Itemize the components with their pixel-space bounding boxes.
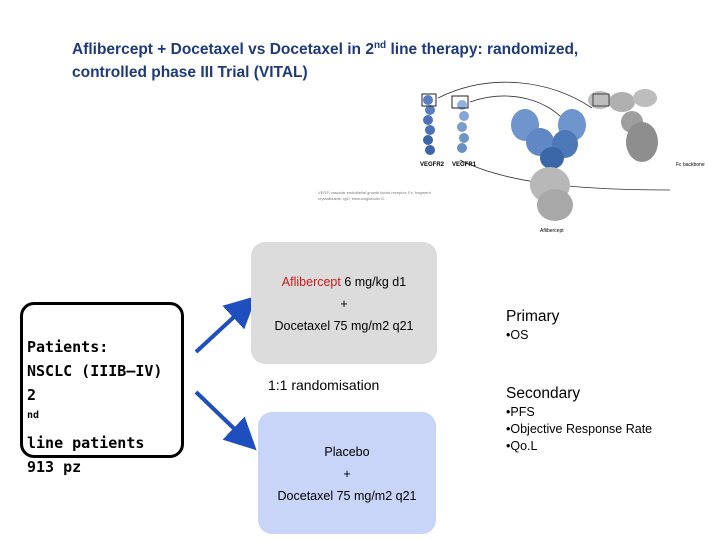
patients-line-superscript: nd bbox=[27, 410, 40, 421]
patients-text: Patients: NSCLC (IIIB–IV) 2 nd line patie… bbox=[27, 335, 187, 479]
arm2-docetaxel: Docetaxel 75 mg/m2 q21 bbox=[277, 489, 417, 503]
patients-count: 913 pz bbox=[27, 458, 82, 476]
patients-heading: Patients: bbox=[27, 338, 109, 356]
arm2-plus: + bbox=[343, 467, 351, 481]
label-vegfr1: VEGFR1 bbox=[452, 162, 477, 168]
aflibercept-arm-box bbox=[251, 242, 437, 364]
primary-endpoint-heading: Primary bbox=[506, 308, 560, 325]
label-fc-backbone: Fc backbone bbox=[676, 162, 705, 168]
primary-endpoint-item: •OS bbox=[506, 328, 529, 342]
figure-caption: VEGF, vascular endothelial growth factor… bbox=[318, 190, 468, 202]
patients-box bbox=[20, 302, 184, 458]
randomisation-label: 1:1 randomisation bbox=[268, 377, 380, 393]
aflibercept-structure-illustration: VEGFR2 VEGFR1 Fc backbone Aflibercept bbox=[420, 81, 705, 234]
arm1-plus: + bbox=[340, 297, 348, 311]
patients-line-number: 2 bbox=[27, 386, 37, 404]
arrow-to-aflibercept-arm bbox=[194, 295, 257, 354]
caption-line: crystallizable; IgG, immunoglobulin G bbox=[318, 196, 385, 201]
title-text-3: controlled phase III Trial (VITAL) bbox=[72, 64, 308, 81]
arm1-docetaxel: Docetaxel 75 mg/m2 q21 bbox=[274, 319, 414, 333]
secondary-endpoint-heading: Secondary bbox=[506, 385, 581, 402]
secondary-endpoint-item: •PFS bbox=[506, 405, 535, 419]
label-vegfr2: VEGFR2 bbox=[420, 162, 445, 168]
secondary-endpoint-item: •Objective Response Rate bbox=[506, 422, 653, 436]
arm2-placebo: Placebo bbox=[324, 445, 370, 459]
fc-backbone-molecule bbox=[588, 89, 658, 162]
label-aflibercept: Aflibercept bbox=[540, 228, 564, 234]
title-text-1: Aflibercept + Docetaxel vs Docetaxel in … bbox=[72, 41, 374, 58]
arrow-to-placebo-arm bbox=[194, 390, 257, 451]
patients-line-therapy: 2 nd line patients bbox=[27, 383, 187, 455]
secondary-endpoint-item: •Qo.L bbox=[506, 439, 538, 453]
patients-disease: NSCLC (IIIB–IV) bbox=[27, 362, 163, 380]
fusion-protein-body bbox=[511, 109, 586, 169]
arm1-drug-name: Aflibercept bbox=[281, 275, 341, 289]
title-text-2: line therapy: randomized, bbox=[386, 41, 579, 58]
aflibercept-molecule bbox=[530, 167, 573, 221]
arm1-drug-dose: 6 mg/kg d1 bbox=[340, 275, 407, 289]
vegfr2-molecule bbox=[421, 93, 437, 155]
arm1-drug: Aflibercept 6 mg/kg d1 bbox=[251, 275, 437, 289]
slide-title: Aflibercept + Docetaxel vs Docetaxel in … bbox=[72, 38, 692, 84]
title-superscript: nd bbox=[373, 40, 387, 51]
placebo-arm-box bbox=[258, 412, 436, 534]
caption-line: VEGF, vascular endothelial growth factor… bbox=[318, 190, 431, 195]
vegfr1-molecule bbox=[451, 95, 469, 153]
patients-line-text: line patients bbox=[27, 434, 145, 452]
